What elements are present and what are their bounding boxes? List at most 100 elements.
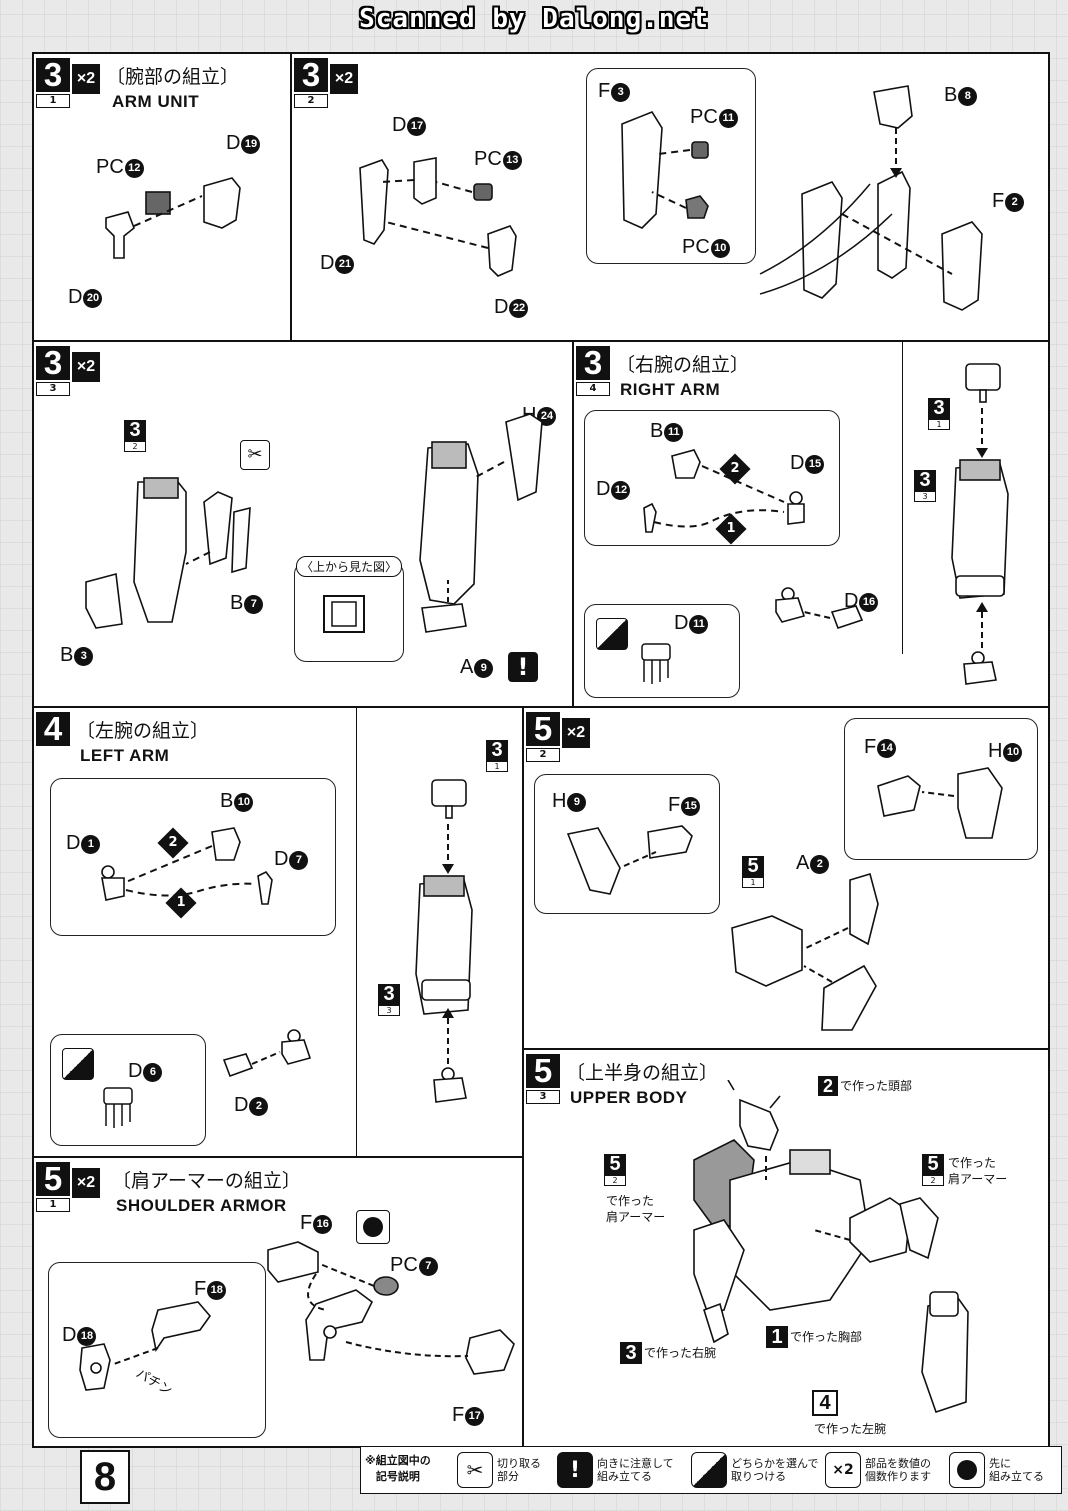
title-jp: 〔腕部の組立〕	[106, 66, 240, 88]
step-number: 3	[36, 346, 70, 380]
step-number: 4	[36, 712, 70, 746]
right-arm-assembly-illustration	[951, 363, 1009, 685]
caution-icon: !	[508, 652, 538, 682]
shoulder-joint-illustration	[267, 1241, 515, 1375]
panel-step-3-3: 3 ×2 3 32 ✂ B7 B3 H24 A9 ! 〈上から見た図〉	[32, 340, 574, 708]
step-sub: 1	[36, 1198, 70, 1212]
title-en: ARM UNIT	[112, 92, 200, 111]
multiply-icon: ×2	[825, 1452, 861, 1488]
step-number: 3	[294, 58, 328, 92]
forearm-armor-illustration	[85, 477, 251, 629]
scanner-watermark: Scanned by Dalong.net	[359, 4, 709, 34]
left-elbow-illustration	[101, 827, 273, 905]
step-sub: 2	[526, 748, 560, 762]
shoulder-left-text2: 肩アーマー	[606, 1210, 666, 1224]
step-number: 3	[576, 346, 610, 380]
shoulder-left-text1: で作った	[606, 1194, 655, 1208]
page-number: 8	[80, 1450, 130, 1504]
subpanel-polycap	[586, 68, 756, 264]
open-hand-illustration	[641, 643, 671, 684]
choose-one-icon	[691, 1452, 727, 1488]
title-en: UPPER BODY	[570, 1088, 688, 1107]
multiplier-badge: ×2	[330, 64, 358, 94]
legend-choose: どちらかを選んで取りつける	[691, 1451, 818, 1489]
armor-h9-illustration	[566, 825, 693, 895]
upper-body-illustration	[693, 1080, 969, 1414]
title-en: SHOULDER ARMOR	[116, 1196, 287, 1215]
left-hand-illustration	[222, 1029, 312, 1078]
multiplier-badge: ×2	[562, 718, 590, 748]
step-number: 5	[36, 1162, 70, 1196]
ref-right-arm: 3 で作った右腕	[620, 1342, 716, 1364]
left-arm-assembly-illustration	[415, 779, 473, 1103]
choose-one-icon	[62, 1048, 94, 1080]
cut-icon: ✂	[457, 1452, 493, 1488]
arm-unit-illustration	[105, 177, 241, 259]
divider-line	[902, 342, 903, 654]
legend-cut: ✂ 切り取る部分	[457, 1451, 541, 1489]
right-hand-illustration	[775, 587, 864, 630]
caution-icon: !	[557, 1452, 593, 1488]
left-arm-text: で作った左腕	[814, 1422, 887, 1436]
right-elbow-illustration	[643, 449, 805, 533]
forearm-assembly-illustration	[419, 413, 543, 633]
title-jp: 〔左腕の組立〕	[76, 720, 210, 742]
legend-multiply: ×2 部品を数値の個数作ります	[825, 1451, 931, 1489]
step-number: 5	[526, 712, 560, 746]
title-jp: 〔上半身の組立〕	[566, 1062, 719, 1084]
elbow-illustration	[621, 85, 983, 311]
cut-icon: ✂	[240, 440, 270, 470]
legend-heading: ※組立図中の記号説明	[365, 1454, 431, 1483]
top-view-note: 〈上から見た図〉	[296, 556, 403, 577]
ref-left-arm: 4	[812, 1390, 838, 1416]
title-en: LEFT ARM	[80, 746, 170, 765]
subpanel-elbow	[50, 778, 336, 936]
step-sub: 1	[36, 94, 70, 108]
symbol-legend: ※組立図中の記号説明 ✂ 切り取る部分 ! 向きに注意して組み立てる どちらかを…	[360, 1446, 1062, 1494]
armor-h10-illustration	[877, 767, 1003, 839]
step-number: 5	[526, 1054, 560, 1088]
top-view-illustration	[323, 595, 365, 633]
open-hand-illustration	[103, 1087, 133, 1128]
multiplier-badge: ×2	[72, 1168, 100, 1198]
multiplier-badge: ×2	[72, 352, 100, 382]
armor-f18-illustration	[79, 1301, 212, 1391]
choose-one-icon	[596, 618, 628, 650]
